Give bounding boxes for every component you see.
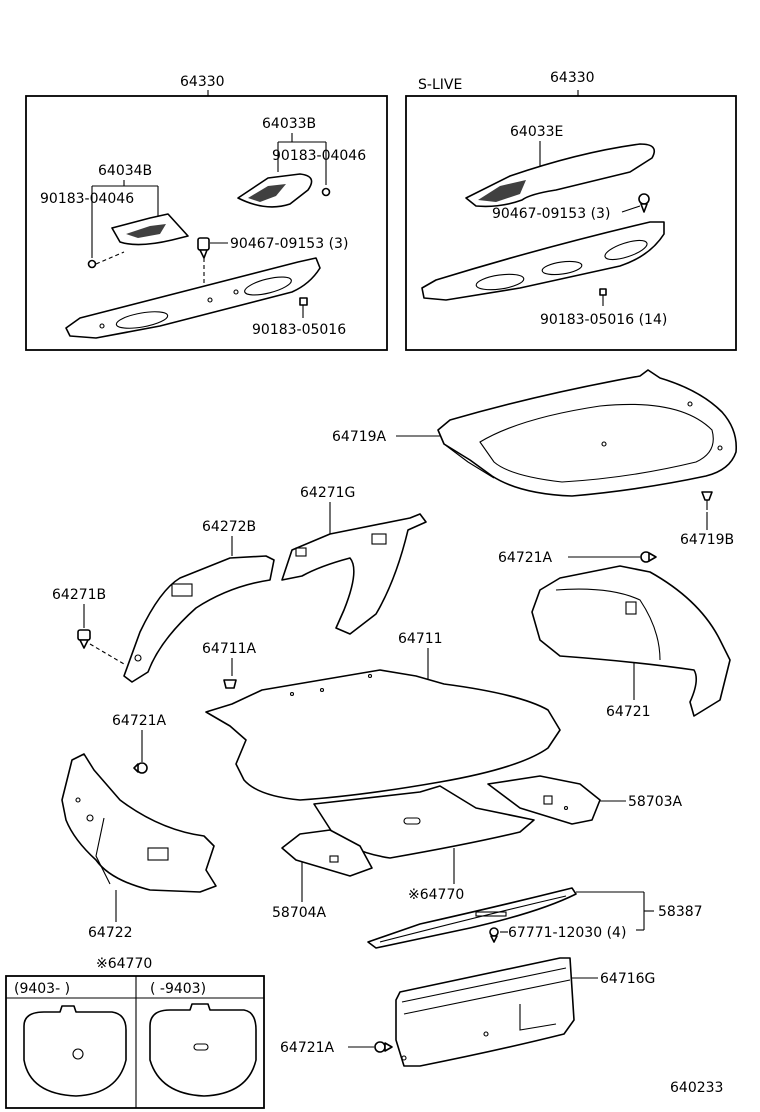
- clip-left-icon: [87, 259, 97, 269]
- clip-64271b-icon: [77, 629, 91, 649]
- right-box-variant: S-LIVE: [418, 77, 462, 93]
- speaker-grille-64034b: [111, 213, 189, 246]
- side-trim-64271g: [281, 513, 427, 635]
- label-64721a-bottom: 64721A: [280, 1040, 335, 1056]
- label-64721a-top: 64721A: [498, 550, 553, 566]
- trunk-floor-mat-64711: [205, 669, 561, 801]
- right-package-tray-box: S-LIVE 64330 64033E 90467-09153 (3) 9018…: [405, 70, 737, 351]
- back-trim-64716g: [395, 957, 575, 1067]
- side-lining-64721: [531, 565, 731, 717]
- label-64716g: 64716G: [600, 971, 655, 987]
- clip-64721a-top-icon: [640, 551, 657, 563]
- left-package-tray-box: 64330 64033B 90183-04046 64034B 90183-04…: [25, 74, 388, 351]
- clip-right-icon: [321, 187, 331, 197]
- label-90183-05016-left: 90183-05016: [252, 322, 346, 338]
- mat-variant-old: [149, 1003, 257, 1097]
- label-64770: ※64770: [408, 887, 464, 903]
- pad-58703a: [487, 775, 601, 825]
- package-tray-left: [65, 257, 321, 339]
- right-box-frame: [405, 95, 737, 351]
- label-67771-12030: 67771-12030 (4): [508, 925, 626, 941]
- label-64722: 64722: [88, 925, 133, 941]
- sill-plate-58387: [367, 887, 577, 949]
- clip-05016-left-icon: [299, 297, 308, 306]
- package-tray-right: [421, 221, 665, 301]
- label-90467-09153-right: 90467-09153 (3): [492, 206, 610, 222]
- clip-67771-icon: [489, 927, 499, 943]
- label-58703a: 58703A: [628, 794, 683, 810]
- clip-64719b-icon: [701, 491, 713, 510]
- speaker-grille-64033b: [237, 173, 313, 208]
- side-trim-64272b: [123, 555, 275, 683]
- clip-90467-right-icon: [638, 193, 650, 213]
- inset-col1-header: (9403- ): [14, 981, 70, 997]
- label-64719a: 64719A: [332, 429, 387, 445]
- label-64721a-left: 64721A: [112, 713, 167, 729]
- clip-64721a-left-icon: [133, 762, 148, 774]
- inset-frame: [5, 975, 265, 1109]
- inset-64770-variants: ※64770 (9403- ) ( -9403): [5, 956, 265, 1109]
- clip-64711a-icon: [223, 679, 237, 689]
- label-64271g: 64271G: [300, 485, 355, 501]
- label-90467-09153-left: 90467-09153 (3): [230, 236, 348, 252]
- left-box-frame: [25, 95, 388, 351]
- label-64711: 64711: [398, 631, 443, 647]
- trunk-lid-lining-64719a: [437, 369, 738, 497]
- label-64711a: 64711A: [202, 641, 257, 657]
- inset-col2-header: ( -9403): [150, 981, 206, 997]
- label-58387: 58387: [658, 904, 703, 920]
- label-64034b: 64034B: [98, 163, 152, 179]
- label-64721: 64721: [606, 704, 651, 720]
- figure-id: 640233: [670, 1080, 723, 1096]
- clip-05016-right-icon: [599, 288, 607, 296]
- right-box-title: 64330: [550, 70, 595, 86]
- clip-90467-icon: [197, 237, 210, 259]
- label-64272b: 64272B: [202, 519, 256, 535]
- speaker-grille-64033e: [465, 143, 656, 208]
- pad-58704a: [281, 829, 373, 877]
- clip-64721a-bottom-icon: [374, 1041, 393, 1053]
- label-64033b: 64033B: [262, 116, 316, 132]
- label-90183-04046-right: 90183-04046: [272, 148, 366, 164]
- label-64719b: 64719B: [680, 532, 734, 548]
- inset-title: ※64770: [96, 956, 152, 972]
- label-90183-05016-right: 90183-05016 (14): [540, 312, 667, 328]
- label-64271b: 64271B: [52, 587, 106, 603]
- label-64033e: 64033E: [510, 124, 563, 140]
- side-lining-64722: [61, 753, 217, 893]
- mat-variant-new: [23, 1005, 127, 1097]
- left-box-title: 64330: [180, 74, 225, 90]
- label-58704a: 58704A: [272, 905, 327, 921]
- label-90183-04046-left: 90183-04046: [40, 191, 134, 207]
